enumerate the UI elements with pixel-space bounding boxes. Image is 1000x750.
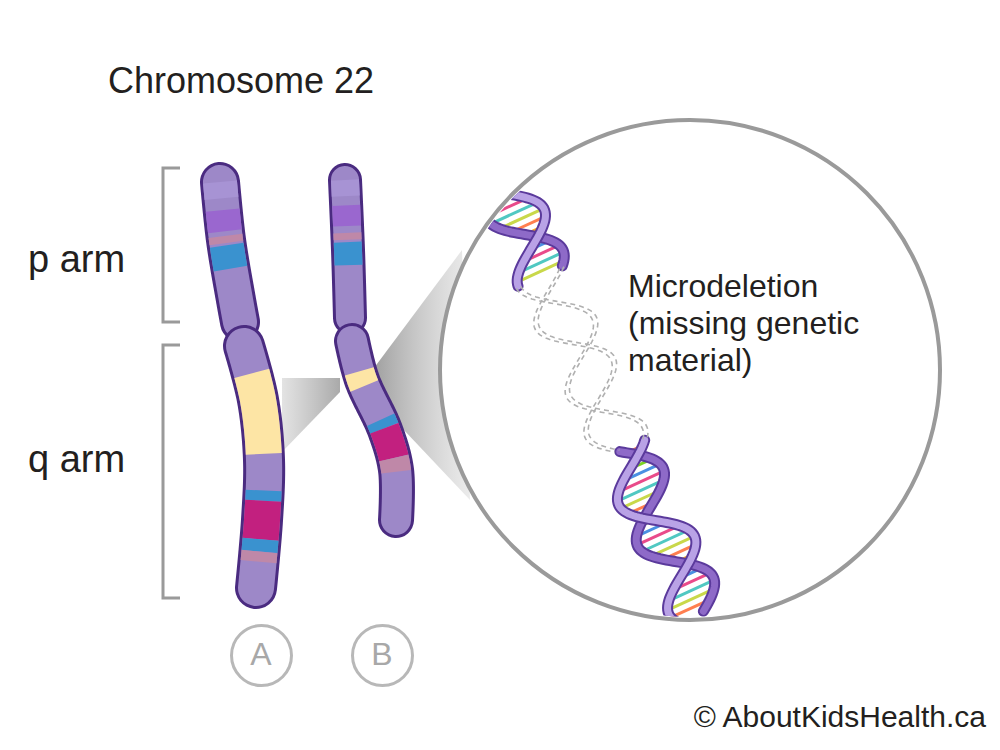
chromosome-body xyxy=(244,346,264,588)
chromosome-axis xyxy=(345,180,350,318)
callout-text: Microdeletion (missing genetic material) xyxy=(628,268,928,379)
chromosome-band xyxy=(334,242,363,265)
dna-strand xyxy=(620,452,715,612)
chromosome-a-q-arm xyxy=(244,346,264,588)
chromosome-axis xyxy=(220,182,240,322)
chromosome-band xyxy=(384,428,393,458)
letter-circle: A xyxy=(229,623,294,688)
missing-dna xyxy=(534,269,615,453)
chromosome-outline xyxy=(345,180,350,318)
p-arm-bracket xyxy=(163,168,180,322)
arm-label: q arm xyxy=(28,438,125,481)
chromosome-body xyxy=(220,182,240,322)
chromosome-outline xyxy=(244,346,264,588)
chromosome-band xyxy=(394,458,396,472)
panel-letter: A xyxy=(229,636,294,673)
strand-outline xyxy=(617,440,695,623)
chromosome-band xyxy=(359,371,364,386)
chromosome-b-p-arm xyxy=(345,180,350,318)
magnifier-circle: Microdeletion (missing genetic material) xyxy=(438,118,942,622)
zoom-cone-small xyxy=(282,378,340,452)
chromosome-band xyxy=(220,182,222,198)
chromosome-band xyxy=(208,236,243,243)
chromosome-band xyxy=(331,180,360,196)
dna-helix xyxy=(482,180,715,623)
missing-dna xyxy=(516,288,643,439)
copyright: © AboutKidsHealth.ca xyxy=(694,700,986,734)
chromosome-body xyxy=(345,180,350,318)
chromosome-outline xyxy=(220,182,240,322)
circle-outline xyxy=(440,120,940,620)
chromosome-band xyxy=(252,373,264,453)
letter-circle: B xyxy=(350,623,415,688)
q-arm-bracket xyxy=(163,345,180,598)
strand-outline xyxy=(620,452,715,612)
chromosome-band xyxy=(227,245,231,268)
chromosome-band xyxy=(223,210,225,231)
chromosome-band xyxy=(333,233,361,240)
strand-outline xyxy=(482,188,545,286)
chromosome-body xyxy=(352,341,397,520)
chromosome-axis xyxy=(244,346,264,588)
base-pair xyxy=(490,193,501,198)
chromosome-a-p-arm xyxy=(220,182,240,322)
chromosome-band xyxy=(381,420,385,429)
magnifier-ground xyxy=(440,120,940,620)
chromosome-b-q-arm xyxy=(352,341,397,520)
panel-letter: B xyxy=(350,636,415,673)
chromosome-band xyxy=(241,551,278,561)
base-pair xyxy=(488,186,497,190)
chromosomes xyxy=(220,180,397,588)
chromosome-band xyxy=(261,501,264,540)
dna-strand xyxy=(617,440,695,623)
chromosome-band xyxy=(245,491,282,501)
chromosome-band xyxy=(332,205,361,226)
chromosome-band xyxy=(259,539,260,551)
dna-strand xyxy=(482,188,545,286)
chromosome-axis xyxy=(352,341,397,520)
title: Chromosome 22 xyxy=(108,60,374,102)
chromosome-outline xyxy=(352,341,397,520)
arm-label: p arm xyxy=(28,238,125,281)
